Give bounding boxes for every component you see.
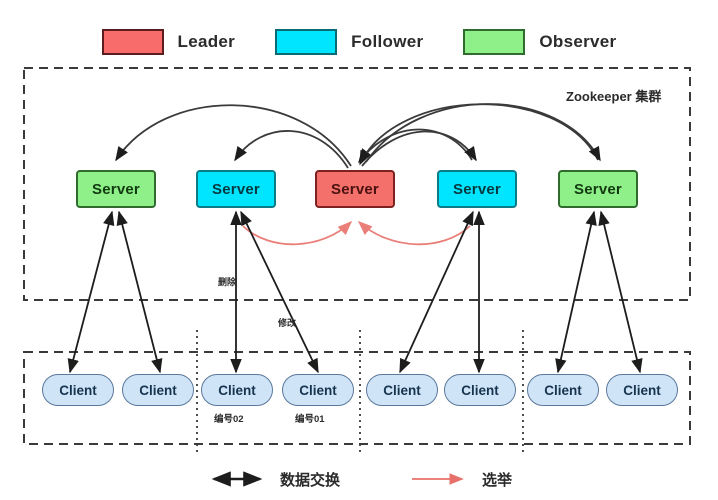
link-server1-client1 [67,210,115,374]
client-node-6[interactable]: Client [444,374,516,406]
client-label: Client [623,382,661,398]
client-node-3[interactable]: Client [201,374,273,406]
legend-swatch-follower [275,29,338,55]
legend-item-follower: Follower [275,29,463,55]
server-node-3-leader[interactable]: Server [315,170,395,208]
double-arrow-icon [211,471,263,487]
role-legend: Leader Follower Observer [0,22,718,62]
link-server5-client7 [555,210,597,374]
client-label: Client [59,382,97,398]
legend-label-follower: Follower [351,32,424,51]
cluster-frame [23,67,691,301]
legend-swatch-leader [101,29,164,55]
arc-election-server4-to-leader [357,221,471,246]
link-server5-client8 [598,210,643,374]
client-node-5[interactable]: Client [366,374,438,406]
legend-label-leader: Leader [177,32,236,51]
cluster-title: Zookeeper 集群 [566,89,662,104]
client-node-2[interactable]: Client [122,374,194,406]
client-label: Client [299,382,337,398]
client-number-3: 编号02 [214,414,244,425]
arc-server4-to-leader [358,128,473,164]
edge-legend-label-election: 选举 [482,471,513,489]
legend-swatch-observer [463,29,526,55]
client-node-8[interactable]: Client [606,374,678,406]
client-label: Client [544,382,582,398]
server-label: Server [574,180,622,198]
edge-legend: 数据交换 选举 [0,462,718,496]
link-server4-client5 [399,210,474,374]
edge-legend-item-data-exchange: 数据交换 [206,469,340,490]
arc-leader-to-server4 [361,130,477,167]
client-node-7[interactable]: Client [527,374,599,406]
server-node-5[interactable]: Server [558,170,638,208]
server-label: Server [92,180,140,198]
server-node-4[interactable]: Server [437,170,517,208]
server-node-1[interactable]: Server [76,170,156,208]
single-arrow-icon [412,473,464,485]
server-label: Server [212,180,260,198]
client-label: Client [218,382,256,398]
client-frame [23,351,691,445]
server-label: Server [453,180,501,198]
legend-label-observer: Observer [539,32,617,51]
client-node-4[interactable]: Client [282,374,354,406]
link-server1-client2 [116,210,163,374]
edge-legend-item-election: 选举 [408,469,512,490]
client-node-1[interactable]: Client [42,374,114,406]
arc-leader-to-server1 [115,104,352,167]
client-label: Client [383,382,421,398]
legend-item-observer: Observer [463,29,616,55]
edge-legend-label-data-exchange: 数据交换 [279,471,340,489]
client-label: Client [461,382,499,398]
arc-election-server2-to-leader [242,221,353,246]
server-node-2[interactable]: Server [196,170,276,208]
link-server2-client4-modify [240,210,319,374]
legend-item-leader: Leader [101,29,276,55]
annotation-modify: 修改 [278,318,297,328]
arc-leader-to-server2 [234,130,349,169]
client-number-4: 编号01 [295,414,325,425]
server-label: Server [331,180,379,198]
arc-leader-to-server5 [365,103,601,163]
client-label: Client [139,382,177,398]
annotation-delete: 删除 [218,277,237,287]
